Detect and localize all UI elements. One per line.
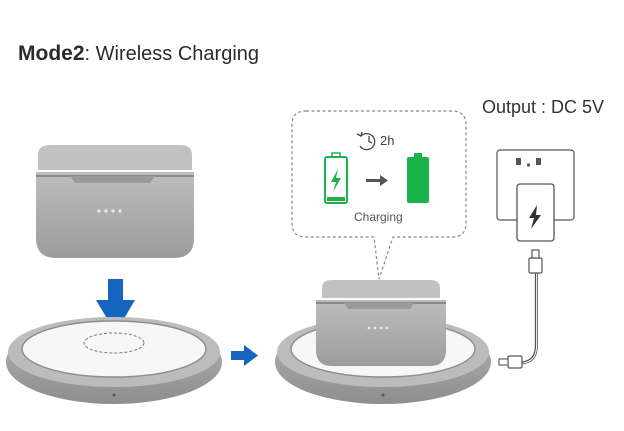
charging-label: Charging bbox=[354, 210, 403, 224]
power-adapter-icon bbox=[496, 149, 575, 369]
battery-arrow-icon bbox=[366, 175, 388, 186]
down-arrow-icon bbox=[96, 279, 135, 333]
earbuds-case-right bbox=[316, 280, 446, 366]
charging-status-bubble bbox=[291, 110, 467, 280]
usb-cable-icon bbox=[507, 355, 523, 369]
lightning-icon bbox=[331, 169, 341, 192]
page-title: Mode2: Wireless Charging bbox=[18, 42, 259, 66]
battery-full-icon bbox=[407, 153, 429, 203]
battery-low-icon bbox=[324, 152, 348, 204]
earbuds-case-left bbox=[36, 145, 194, 258]
charging-pad-left bbox=[6, 317, 222, 404]
clock-icon bbox=[356, 131, 376, 151]
charge-time: 2h bbox=[380, 133, 395, 148]
output-label: Output : DC 5V bbox=[482, 97, 605, 117]
right-arrow-icon bbox=[231, 345, 258, 366]
adapter-lightning-icon bbox=[529, 205, 541, 229]
title-mode: Mode2 bbox=[18, 42, 85, 65]
title-description: : Wireless Charging bbox=[84, 43, 260, 65]
